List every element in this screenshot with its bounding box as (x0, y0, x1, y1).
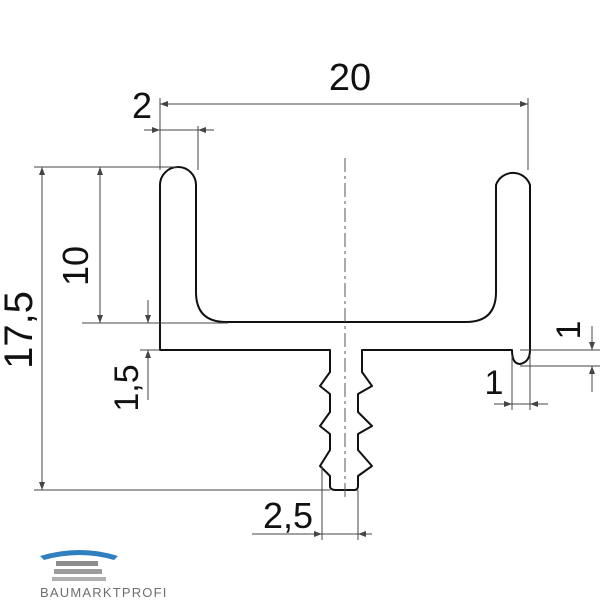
label-wall-thickness: 2 (132, 85, 152, 126)
dimension-stem-width: 2,5 (252, 466, 372, 540)
profile-outline (159, 166, 531, 491)
dimension-base-thickness: 1,5 (108, 300, 160, 412)
dimension-lip-width: 1 (485, 356, 548, 410)
label-base-thickness: 1,5 (108, 364, 146, 411)
label-lip-width: 1 (485, 364, 504, 402)
dimension-total-height: 17,5 (0, 166, 330, 491)
logo-roof-icon (40, 550, 118, 560)
dimension-wall-thickness: 2 (132, 85, 214, 170)
dimension-inner-height: 10 (55, 166, 228, 324)
label-stem-width: 2,5 (263, 495, 313, 536)
dimension-lip-height: 1 (520, 321, 600, 392)
label-total-height: 17,5 (0, 291, 41, 369)
logo-text: BAUMARKTPROFI (40, 585, 168, 600)
dimension-width-total: 20 (159, 57, 529, 170)
label-lip-height: 1 (550, 321, 588, 340)
label-inner-height: 10 (55, 246, 96, 286)
label-width-total: 20 (329, 57, 371, 99)
brand-logo: BAUMARKTPROFI (40, 550, 168, 600)
logo-bar-icon (56, 561, 98, 566)
